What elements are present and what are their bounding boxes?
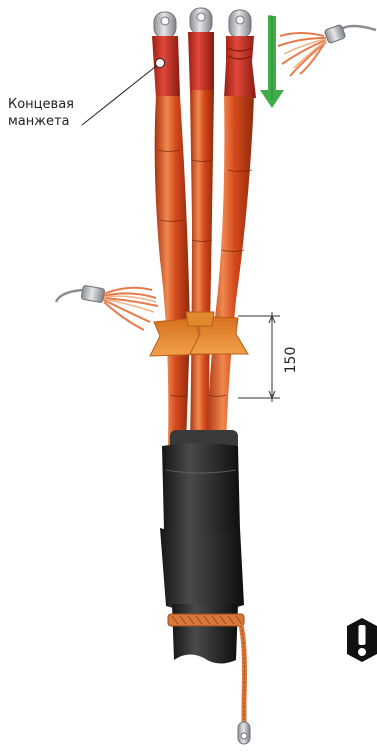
end-sleeve-right <box>224 36 256 98</box>
glove-body <box>162 443 240 535</box>
heat-gun-icon <box>56 285 158 330</box>
dimension-marker <box>238 312 280 402</box>
earth-wire <box>240 622 245 728</box>
cable-lug-middle <box>190 8 212 34</box>
callout-point <box>156 59 165 68</box>
arrow-down-icon <box>260 16 284 108</box>
outer-sleeve <box>160 528 244 664</box>
callout-leader <box>82 59 165 126</box>
exclamation-warning-icon <box>345 616 377 664</box>
dimension-value: 150 <box>284 345 298 375</box>
end-sleeve-middle <box>188 32 214 92</box>
end-sleeve-left <box>152 36 180 98</box>
phase-conductors <box>155 90 254 445</box>
phase-right <box>206 96 254 445</box>
cable-jacket <box>172 604 238 664</box>
breakout-glove <box>162 430 240 535</box>
earth-lug <box>238 722 250 744</box>
heat-gun-icon <box>278 24 376 76</box>
callout-label-line1: Концевая <box>8 96 74 113</box>
phase-left <box>155 96 190 445</box>
callout-label: Концевая манжета <box>8 96 74 130</box>
cable-lug-right <box>229 10 251 38</box>
callout-label-line2: манжета <box>8 113 74 130</box>
cable-lug-left <box>154 12 176 38</box>
end-sleeves <box>152 32 256 98</box>
outer-sleeve-body <box>160 528 244 612</box>
